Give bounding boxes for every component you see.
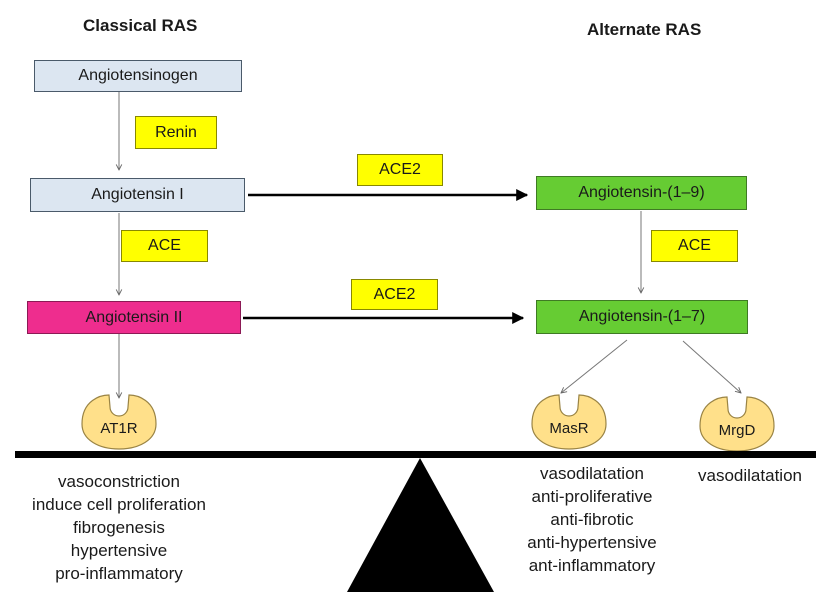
at1r-effects: vasoconstriction induce cell proliferati… <box>0 470 238 585</box>
arrow-angiotensin-1-7-to-masr <box>561 339 628 393</box>
at1r-label: AT1R <box>100 420 138 437</box>
angiotensinogen-box: Angiotensinogen <box>34 60 242 92</box>
alternate-ras-heading: Alternate RAS <box>587 20 702 39</box>
at1r-receptor: AT1R <box>79 394 159 450</box>
receptor-icon <box>699 396 775 452</box>
receptor-icon <box>531 394 607 450</box>
arrow-angiotensin-1-7-to-mrgd <box>682 340 741 393</box>
effect-item: anti-proliferative <box>531 487 653 506</box>
balance-beam <box>15 451 816 458</box>
effect-item: ant-inflammatory <box>528 556 656 575</box>
effect-item: vasodilatation <box>698 466 802 485</box>
mrgd-label: MrgD <box>718 422 756 439</box>
masr-label: MasR <box>549 420 589 437</box>
receptor-icon <box>81 394 157 450</box>
effect-item: pro-inflammatory <box>55 564 183 583</box>
effect-item: fibrogenesis <box>73 518 165 537</box>
mrgd-effects: vasodilatation <box>686 464 814 487</box>
effect-item: induce cell proliferation <box>32 495 206 514</box>
masr-effects: vasodilatation anti-proliferative anti-f… <box>497 462 687 577</box>
effect-item: vasodilatation <box>540 464 644 483</box>
ace2-label-bottom: ACE2 <box>351 279 438 310</box>
ace2-label-top: ACE2 <box>357 154 443 186</box>
ace-label-right: ACE <box>651 230 738 262</box>
ace-label-left: ACE <box>121 230 208 262</box>
angiotensin-1-7-box: Angiotensin-(1–7) <box>536 300 748 334</box>
angiotensin-1-9-box: Angiotensin-(1–9) <box>536 176 747 210</box>
angiotensin-1-box: Angiotensin I <box>30 178 245 212</box>
renin-label: Renin <box>135 116 217 149</box>
effect-item: anti-fibrotic <box>550 510 634 529</box>
effect-item: anti-hypertensive <box>527 533 657 552</box>
angiotensin-2-box: Angiotensin II <box>27 301 241 334</box>
masr-receptor: MasR <box>529 394 609 450</box>
effect-item: vasoconstriction <box>58 472 180 491</box>
mrgd-receptor: MrgD <box>697 396 777 452</box>
effect-item: hypertensive <box>70 541 168 560</box>
classical-ras-heading: Classical RAS <box>83 16 198 35</box>
